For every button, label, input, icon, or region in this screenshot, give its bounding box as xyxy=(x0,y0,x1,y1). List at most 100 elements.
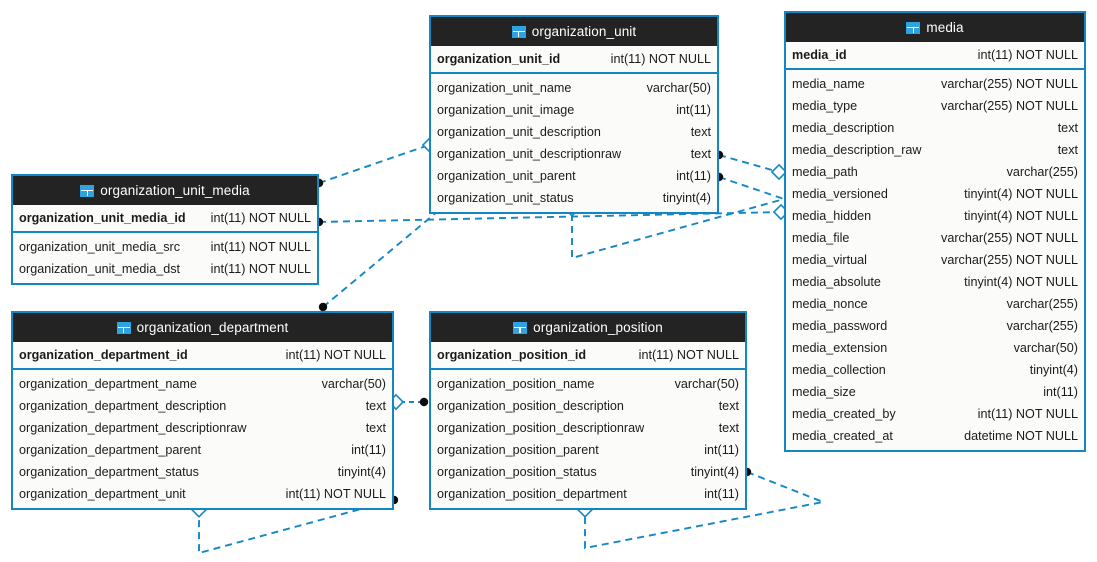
field-name: media_extension xyxy=(792,341,888,355)
table-header-organization_unit_media: organization_unit_media xyxy=(13,176,317,205)
table-row[interactable]: media_created_by int(11) NOT NULL xyxy=(786,403,1084,425)
field-type: text xyxy=(718,421,739,435)
field-type: datetime NOT NULL xyxy=(964,429,1078,443)
primary-key-section: organization_position_id int(11) NOT NUL… xyxy=(431,342,745,370)
field-type: int(11) xyxy=(676,169,711,183)
field-type: int(11) NOT NULL xyxy=(610,52,711,66)
field-type: varchar(255) NOT NULL xyxy=(941,253,1078,267)
table-row-primary-key[interactable]: organization_unit_media_id int(11) NOT N… xyxy=(13,205,317,231)
field-name: media_created_by xyxy=(792,407,896,421)
field-type: tinyint(4) xyxy=(1029,363,1078,377)
field-name: media_absolute xyxy=(792,275,881,289)
field-type: text xyxy=(1057,121,1078,135)
table-row[interactable]: media_extension varchar(50) xyxy=(786,337,1084,359)
field-type: tinyint(4) NOT NULL xyxy=(964,209,1078,223)
field-name: media_size xyxy=(792,385,856,399)
field-type: int(11) xyxy=(704,487,739,501)
table-organization_unit[interactable]: organization_unit organization_unit_id i… xyxy=(429,15,719,214)
field-type: tinyint(4) xyxy=(662,191,711,205)
field-type: tinyint(4) xyxy=(690,465,739,479)
field-name: media_description xyxy=(792,121,895,135)
field-name: media_nonce xyxy=(792,297,868,311)
relationship-organization_position-to-organization_department[interactable] xyxy=(387,393,429,411)
relationship-organization_unit-parent-to-media[interactable] xyxy=(714,150,788,181)
table-organization_department[interactable]: organization_department organization_dep… xyxy=(11,311,394,510)
field-type: int(11) NOT NULL xyxy=(285,487,386,501)
table-organization_position[interactable]: organization_position organization_posit… xyxy=(429,311,747,510)
table-row-primary-key[interactable]: organization_department_id int(11) NOT N… xyxy=(13,342,392,368)
table-row[interactable]: media_nonce varchar(255) xyxy=(786,293,1084,315)
field-type: int(11) NOT NULL xyxy=(977,407,1078,421)
field-name: organization_unit_media_id xyxy=(19,211,186,225)
table-row-primary-key[interactable]: media_id int(11) NOT NULL xyxy=(786,42,1084,68)
relationship-organization_unit-image-to-media[interactable] xyxy=(714,172,785,200)
field-type: int(11) NOT NULL xyxy=(977,48,1078,62)
field-type: int(11) NOT NULL xyxy=(210,262,311,276)
relationship-organization_unit_media-to-organization_unit[interactable] xyxy=(314,136,439,188)
table-row[interactable]: organization_unit_parent int(11) xyxy=(431,165,717,187)
field-name: organization_position_department xyxy=(437,487,627,501)
field-name: organization_department_parent xyxy=(19,443,202,457)
field-name: organization_unit_status xyxy=(437,191,574,205)
table-icon xyxy=(511,25,526,38)
field-name: organization_position_parent xyxy=(437,443,599,457)
field-name: organization_unit_image xyxy=(437,103,575,117)
table-row[interactable]: media_description text xyxy=(786,117,1084,139)
field-name: media_id xyxy=(792,48,847,62)
field-name: organization_position_name xyxy=(437,377,595,391)
table-title: organization_position xyxy=(533,320,663,335)
table-row-primary-key[interactable]: organization_position_id int(11) NOT NUL… xyxy=(431,342,745,368)
table-title: organization_unit xyxy=(531,24,637,39)
table-media[interactable]: media media_id int(11) NOT NULL media_na… xyxy=(784,11,1086,452)
table-row[interactable]: organization_position_department int(11) xyxy=(431,483,745,505)
primary-key-section: organization_unit_id int(11) NOT NULL xyxy=(431,46,717,74)
table-icon xyxy=(116,321,131,334)
field-type: varchar(50) xyxy=(1013,341,1078,355)
relationship-organization_department-unit-to-organization_unit[interactable] xyxy=(318,197,452,312)
field-type: text xyxy=(1057,143,1078,157)
field-name: organization_unit_parent xyxy=(437,169,576,183)
primary-key-section: organization_department_id int(11) NOT N… xyxy=(13,342,392,370)
field-name: organization_department_descriptionraw xyxy=(19,421,247,435)
field-name: media_file xyxy=(792,231,850,245)
field-name: media_path xyxy=(792,165,858,179)
table-row-primary-key[interactable]: organization_unit_id int(11) NOT NULL xyxy=(431,46,717,72)
field-name: media_versioned xyxy=(792,187,888,201)
field-name: organization_unit_descriptionraw xyxy=(437,147,622,161)
table-organization_unit_media[interactable]: organization_unit_media organization_uni… xyxy=(11,174,319,285)
table-row[interactable]: organization_unit_status tinyint(4) xyxy=(431,187,717,209)
field-type: varchar(255) xyxy=(1006,297,1078,311)
